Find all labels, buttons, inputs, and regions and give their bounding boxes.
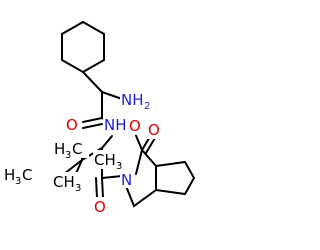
tbu-ch3-top-sub: 3	[65, 150, 71, 161]
bond-nh-ch	[101, 135, 113, 149]
amide-nh-label: NH	[104, 116, 127, 134]
tbu-ch3-left-h: H	[4, 166, 15, 184]
tbu-ch3-left-sub: 3	[15, 176, 21, 187]
bond-co-nring	[101, 175, 123, 179]
tbu-ch3-top-h: H	[54, 140, 65, 158]
tbu-ch3-left-c: C	[22, 166, 32, 184]
tbu-ch3-bottom-sub: 3	[75, 183, 81, 194]
ester-link-oxygen-label: O	[129, 117, 141, 135]
bond-lower-co-a	[101, 177, 104, 199]
bond-tbu-left	[63, 159, 83, 175]
bond-ester-carbon-nring	[135, 149, 143, 175]
atom-label-layer: NH 2 O O NH O N H 3 C H 3 C CH 3 CH 3	[3, 90, 161, 216]
bond-amide-co-b	[82, 123, 103, 129]
tbu-ch3-bottom-ch: CH	[53, 173, 75, 191]
ring-nitrogen-label: N	[121, 171, 132, 189]
bond-ester-co-b	[145, 137, 156, 154]
tbu-ch3-right-ch: CH	[94, 151, 116, 169]
lower-carbonyl-oxygen-label: O	[94, 198, 106, 216]
ester-carbonyl-oxygen-label: O	[148, 121, 160, 139]
bond-lower-co-b	[95, 177, 98, 199]
nh2-label: NH	[121, 91, 144, 109]
tbu-ch3-top-c: C	[72, 140, 82, 158]
cyclopentane-ring	[155, 160, 196, 196]
tbu-ch3-right-sub: 3	[116, 161, 122, 172]
chemical-structure-diagram: NH 2 O O NH O N H 3 C H 3 C CH 3 CH 3	[3, 20, 196, 216]
nh2-subscript: 2	[144, 101, 150, 112]
cyclohexane-ring	[61, 20, 105, 74]
amide-oxygen-label: O	[66, 116, 78, 134]
bond-cyclohexyl-alpha	[82, 71, 103, 93]
bond-amide-co-a	[82, 117, 103, 123]
